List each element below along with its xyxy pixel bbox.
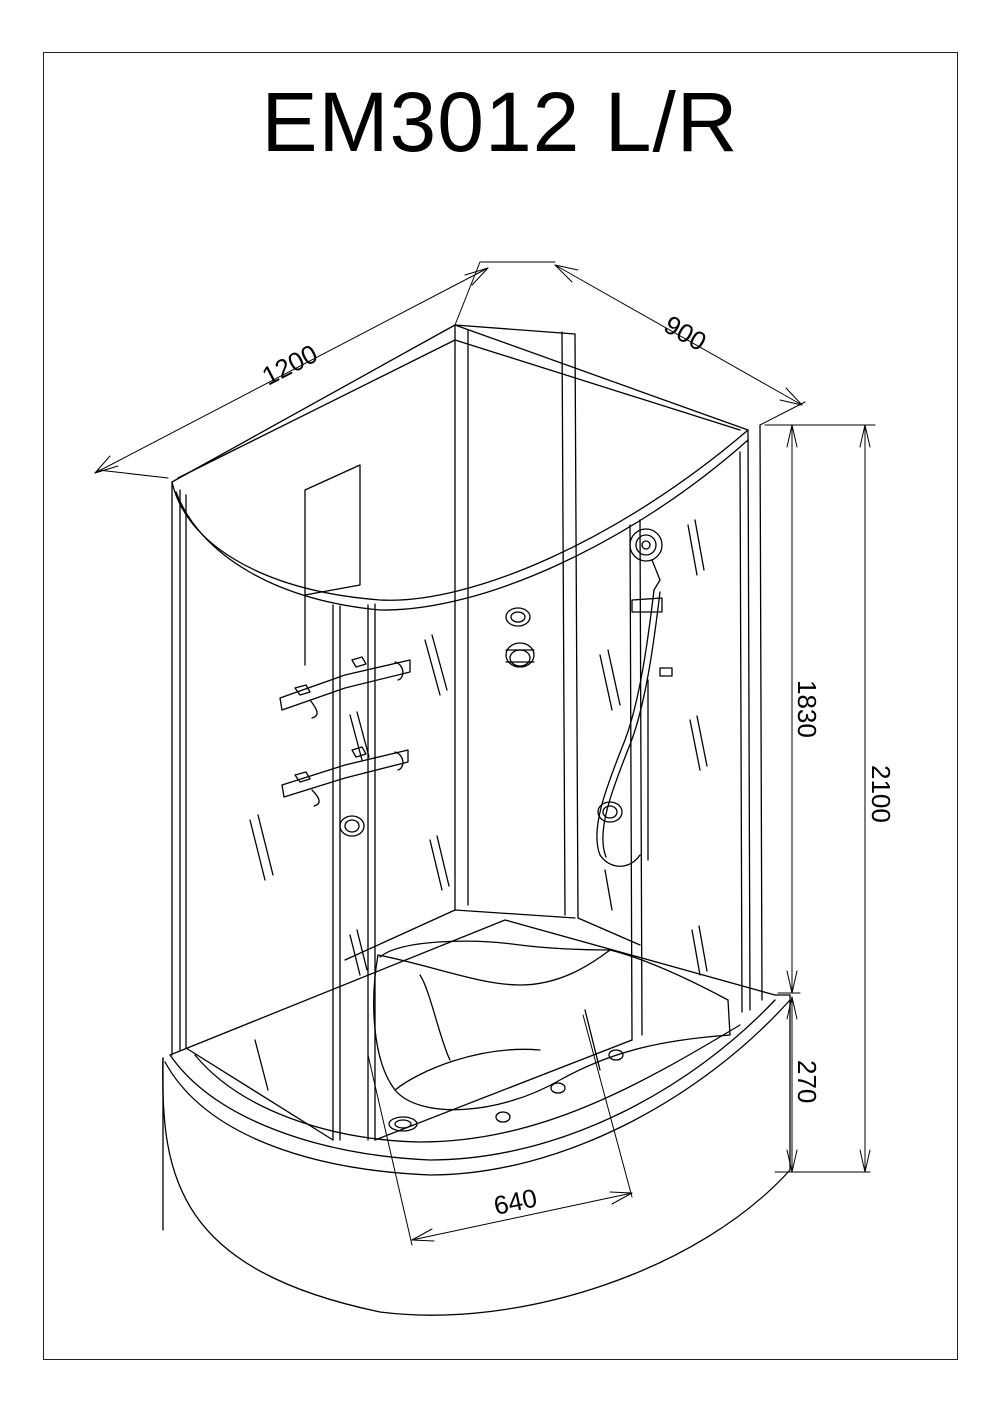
dim-width-label: 1200 [257, 338, 322, 391]
shower-fixtures [339, 528, 673, 867]
drawing-frame [43, 52, 958, 1360]
glass-shelves [279, 656, 411, 807]
dim-cabin-height-label: 1830 [792, 680, 822, 738]
cabin-frame [171, 324, 763, 1141]
dim-total-height-label: 2100 [866, 765, 896, 823]
model-title: EM3012 L/R [261, 75, 739, 169]
dim-door-width-label: 640 [491, 1183, 540, 1221]
dim-tray-height-label: 270 [792, 1060, 822, 1103]
dimension-lines [94, 261, 876, 1246]
shower-tray [162, 919, 791, 1316]
